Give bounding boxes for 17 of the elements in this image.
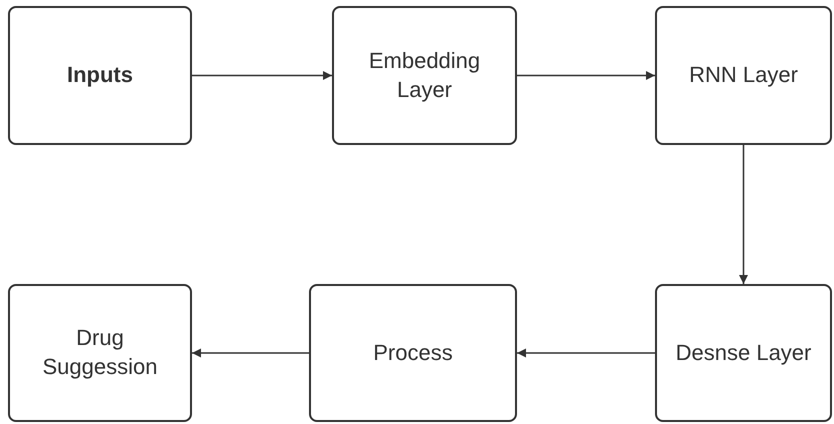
process-box [8,284,192,422]
arrow [192,348,309,358]
box-label: RNN Layer [688,61,799,90]
process-box [655,284,832,422]
arrow [517,348,655,358]
process-box [655,6,832,145]
box-label: Drug Suggession [42,324,158,381]
process-box [309,284,517,422]
box-label: Process [372,338,454,367]
box-label: Desnse Layer [674,338,812,367]
process-box [8,6,192,145]
arrow [739,145,748,284]
arrow [192,71,332,80]
box-label: Embedding Layer [368,46,482,104]
box-label: Inputs [66,61,134,90]
process-box [332,6,517,145]
arrow [517,71,655,80]
